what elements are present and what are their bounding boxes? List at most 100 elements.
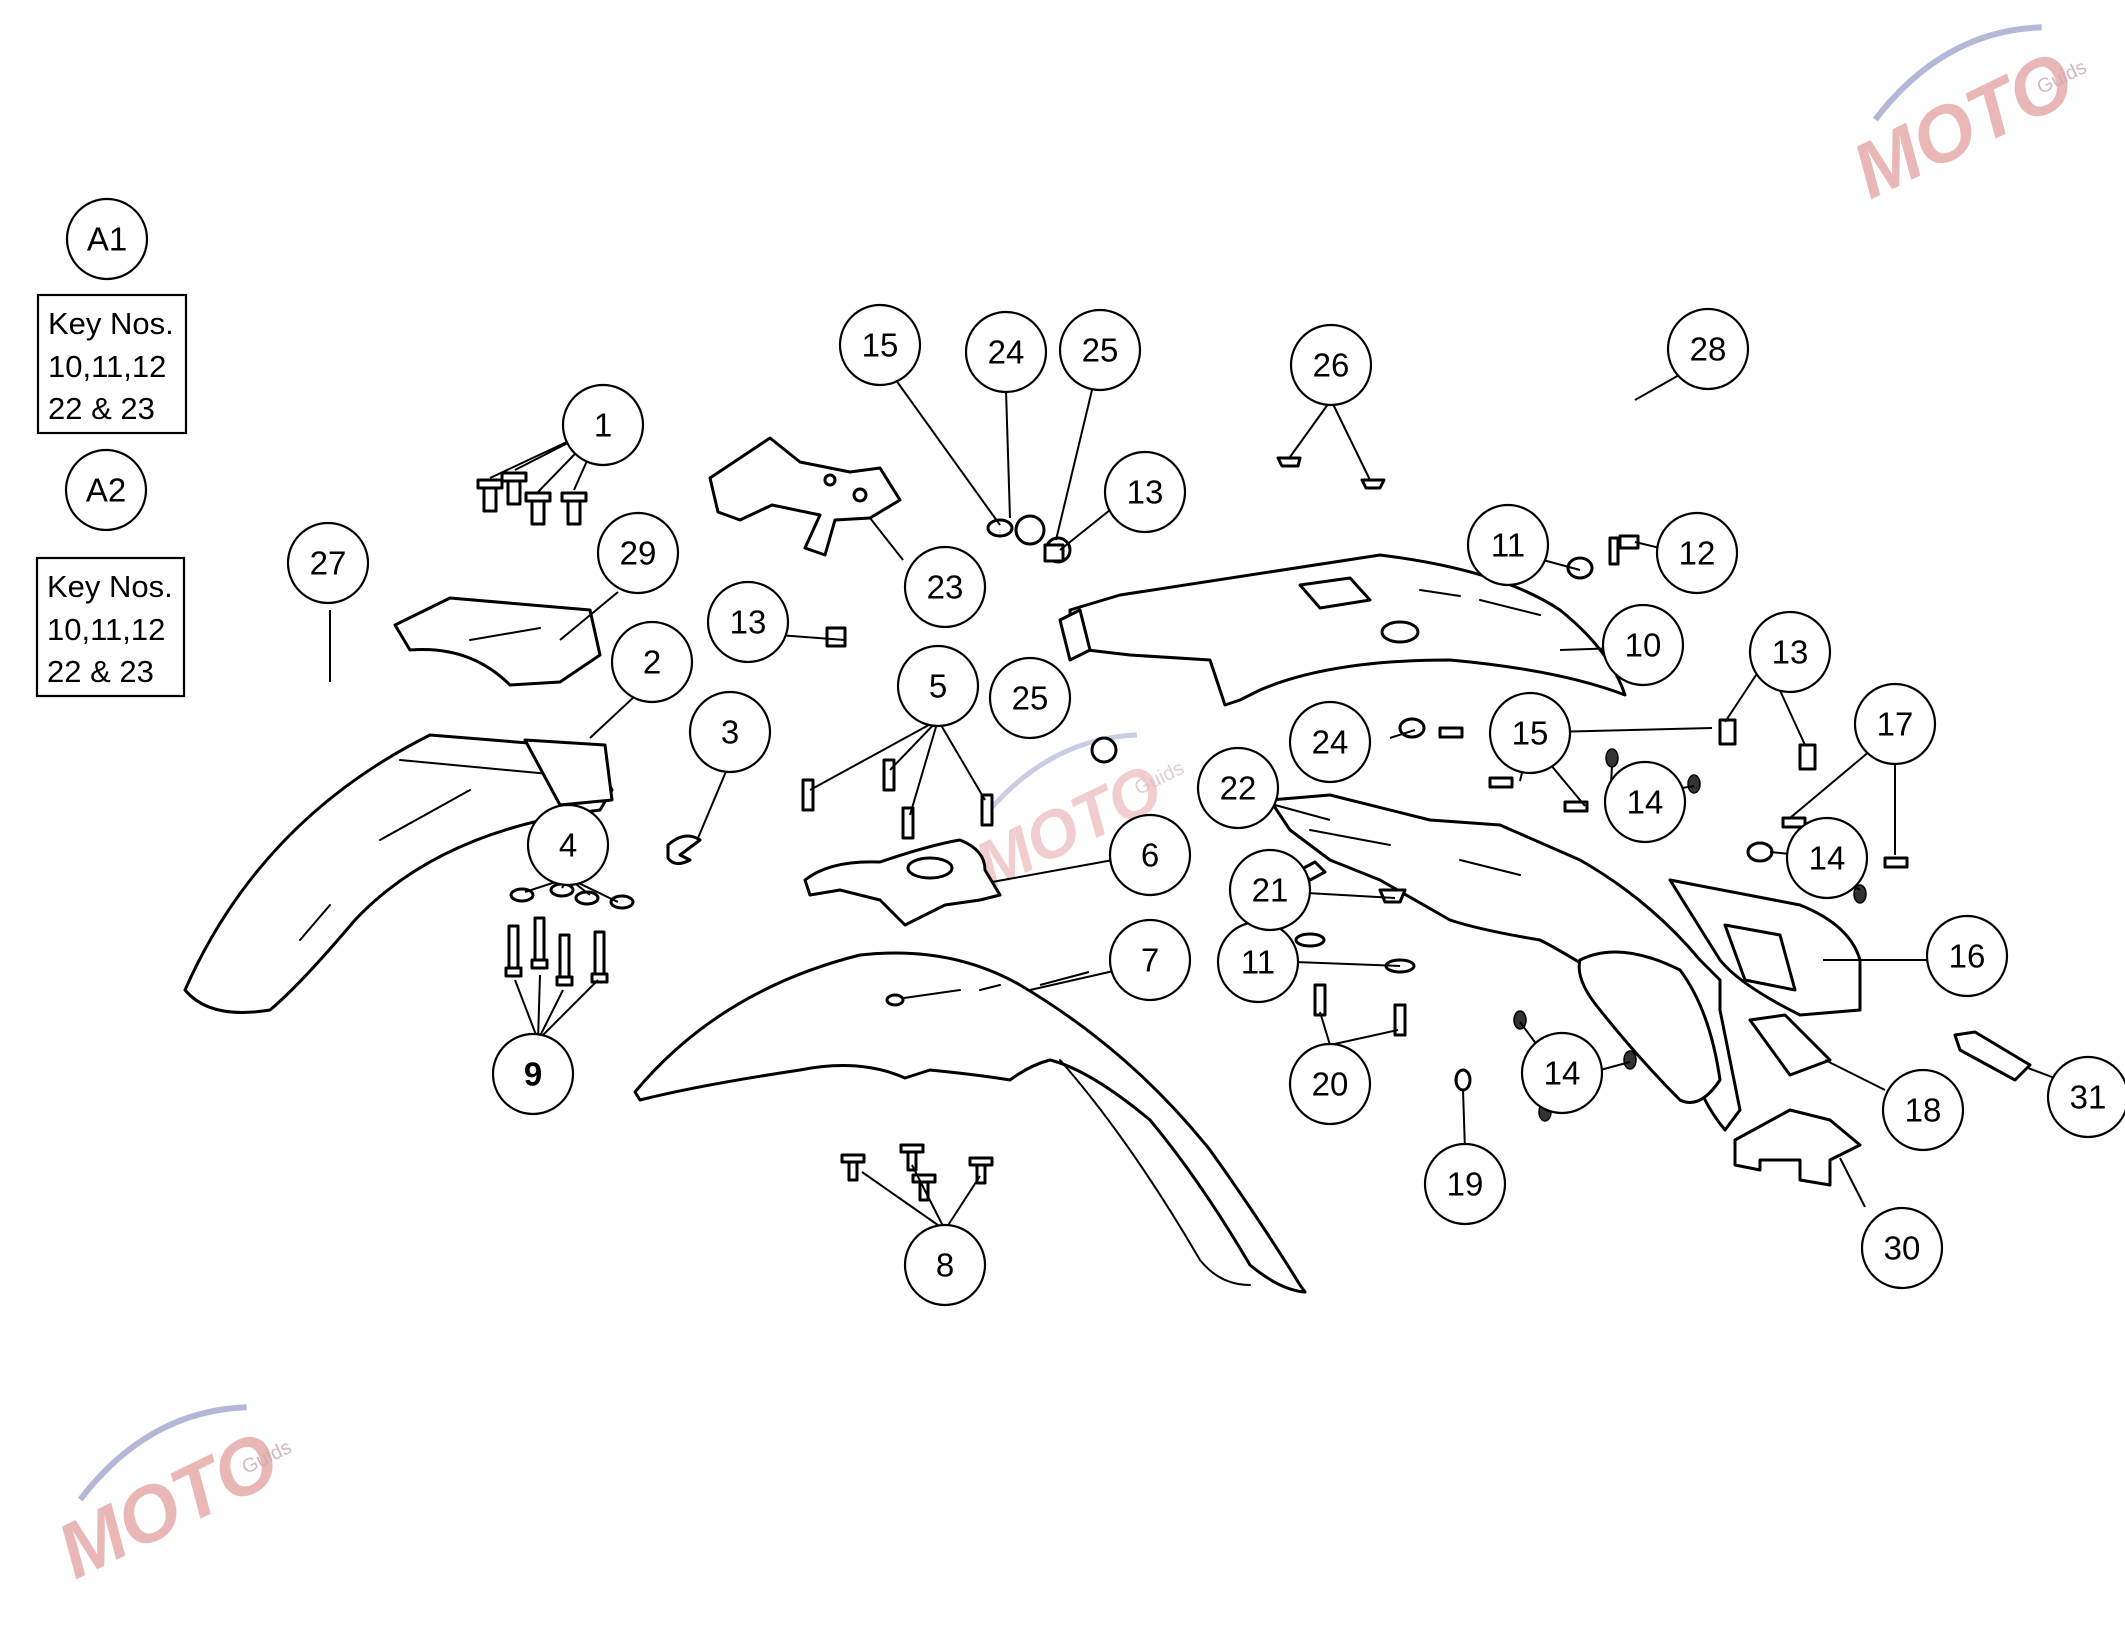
callout-5: 5 xyxy=(896,644,980,728)
part-rear-mudguard-upper xyxy=(1058,553,1627,707)
svg-text:23: 23 xyxy=(927,569,964,606)
svg-text:25: 25 xyxy=(1082,332,1119,369)
callout-16: 16 xyxy=(1925,914,2009,998)
legend-a1-circle xyxy=(65,197,149,281)
part-front-mudguard-left xyxy=(183,733,614,1014)
part-small-shroud xyxy=(393,596,602,687)
svg-text:22: 22 xyxy=(1220,770,1257,807)
svg-text:24: 24 xyxy=(1312,724,1349,761)
callout-15-upper: 15 xyxy=(838,303,922,387)
callout-12: 12 xyxy=(1655,511,1739,595)
callout-17: 17 xyxy=(1853,682,1937,766)
watermark-text: MOTO xyxy=(1839,34,2087,215)
svg-text:17: 17 xyxy=(1877,706,1914,743)
legend-a2: A2 Key Nos. 10,11,12 22 & 23 xyxy=(35,448,186,698)
legend-a1-line-1: Key Nos. xyxy=(48,306,174,341)
callout-6: 6 xyxy=(1108,813,1192,897)
hardware-group xyxy=(476,456,1909,1202)
svg-text:27: 27 xyxy=(310,545,347,582)
callout-13-top: 13 xyxy=(1103,450,1187,534)
callout-28: 28 xyxy=(1666,307,1750,391)
callout-31: 31 xyxy=(2046,1055,2125,1139)
part-rear-fender-long xyxy=(1268,793,1742,1132)
callout-22: 22 xyxy=(1196,746,1280,830)
part-bracket-23 xyxy=(708,436,902,557)
callout-25-mid: 25 xyxy=(988,656,1072,740)
callout-1: 1 xyxy=(561,383,645,467)
svg-text:3: 3 xyxy=(721,714,739,751)
svg-text:29: 29 xyxy=(620,535,657,572)
svg-text:20: 20 xyxy=(1312,1066,1349,1103)
callout-14-c: 14 xyxy=(1520,1031,1604,1115)
svg-text:13: 13 xyxy=(1127,474,1164,511)
part-plate-16 xyxy=(1668,878,1862,1017)
svg-text:30: 30 xyxy=(1884,1230,1921,1267)
callout-23: 23 xyxy=(903,545,987,629)
callout-19: 19 xyxy=(1423,1142,1507,1226)
part-bracket-30 xyxy=(1733,1108,1862,1187)
callout-20: 20 xyxy=(1288,1042,1372,1126)
callout-21: 21 xyxy=(1228,848,1312,932)
svg-text:12: 12 xyxy=(1679,535,1716,572)
callout-18: 18 xyxy=(1881,1068,1965,1152)
svg-text:14: 14 xyxy=(1544,1055,1581,1092)
callout-24-upper: 24 xyxy=(964,310,1048,394)
svg-text:31: 31 xyxy=(2070,1079,2107,1116)
callout-14-a: 14 xyxy=(1603,760,1687,844)
callout-29: 29 xyxy=(596,511,680,595)
legend-a2-line-2: 10,11,12 xyxy=(47,612,165,647)
callout-15-mid: 15 xyxy=(1488,691,1572,775)
part-reflector-18 xyxy=(1748,1013,1832,1077)
svg-text:14: 14 xyxy=(1627,784,1664,821)
svg-text:5: 5 xyxy=(929,668,947,705)
legend-a1-label: A1 xyxy=(87,221,127,258)
callouts: 1 2 3 4 5 6 7 8 9 10 11 11 12 13 13 13 1… xyxy=(286,303,2125,1307)
callout-9: 9 xyxy=(491,1032,575,1116)
svg-text:8: 8 xyxy=(936,1247,954,1284)
part-clip-3 xyxy=(666,834,702,865)
svg-text:11: 11 xyxy=(1241,944,1275,981)
legend-a2-line-1: Key Nos. xyxy=(47,569,173,604)
svg-text:9: 9 xyxy=(524,1056,542,1093)
callout-7: 7 xyxy=(1108,918,1192,1002)
callout-8: 8 xyxy=(903,1223,987,1307)
svg-text:13: 13 xyxy=(1772,634,1809,671)
legend-a1-box xyxy=(36,293,188,435)
callout-3: 3 xyxy=(688,690,772,774)
svg-text:24: 24 xyxy=(988,334,1025,371)
svg-text:13: 13 xyxy=(730,604,767,641)
svg-text:1: 1 xyxy=(594,407,612,444)
callout-11-lower: 11 xyxy=(1216,920,1300,1004)
svg-text:2: 2 xyxy=(643,644,661,681)
svg-text:18: 18 xyxy=(1905,1092,1942,1129)
svg-text:16: 16 xyxy=(1949,938,1986,975)
legend-a1-line-2: 10,11,12 xyxy=(48,349,166,384)
part-strap-6 xyxy=(803,838,1002,927)
svg-text:28: 28 xyxy=(1690,331,1727,368)
legend-a2-circle xyxy=(64,448,148,532)
callout-13-right: 13 xyxy=(1748,610,1832,694)
watermark-logo-top-right: MOTO Guids xyxy=(1839,24,2090,215)
svg-text:4: 4 xyxy=(559,827,577,864)
legend-a2-label: A2 xyxy=(86,472,126,509)
legend-a2-box xyxy=(35,556,186,698)
svg-text:15: 15 xyxy=(862,327,899,364)
part-reflector-31 xyxy=(1953,1030,2032,1082)
svg-text:25: 25 xyxy=(1012,680,1049,717)
svg-text:11: 11 xyxy=(1491,527,1525,564)
svg-text:15: 15 xyxy=(1512,715,1549,752)
svg-text:14: 14 xyxy=(1809,840,1846,877)
callout-13-left: 13 xyxy=(706,580,790,664)
callout-14-b: 14 xyxy=(1785,816,1869,900)
callout-30: 30 xyxy=(1860,1206,1944,1290)
callout-4: 4 xyxy=(526,803,610,887)
callout-2: 2 xyxy=(610,620,694,704)
svg-text:21: 21 xyxy=(1252,872,1289,909)
legend-a1-line-3: 22 & 23 xyxy=(48,391,155,426)
part-front-mudguard-main xyxy=(633,951,1307,1294)
svg-text:10: 10 xyxy=(1625,627,1662,664)
callout-26: 26 xyxy=(1289,323,1373,407)
callout-27: 27 xyxy=(286,521,370,605)
legend-a2-line-3: 22 & 23 xyxy=(47,654,154,689)
